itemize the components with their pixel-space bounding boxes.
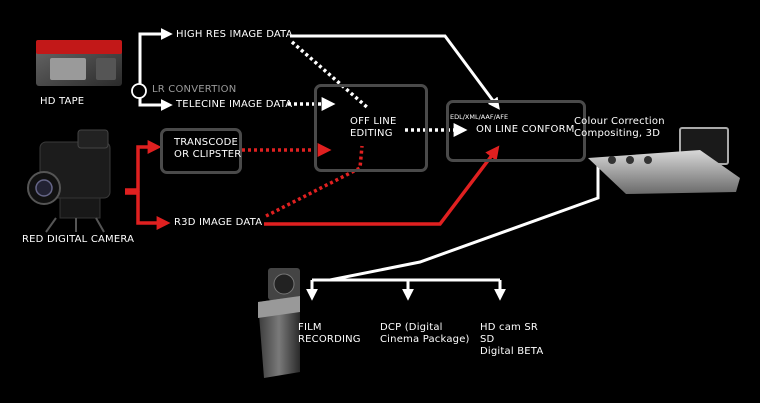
lr-convertion-node (131, 83, 147, 99)
transcode-box (160, 128, 242, 174)
online-conform-label: ON LINE CONFORM (476, 124, 575, 135)
transcode-label: TRANSCODE OR CLIPSTER (174, 137, 242, 160)
dotted-white-lines (288, 40, 468, 137)
film-recorder-image (258, 268, 300, 378)
telecine-label: TELECINE IMAGE DATA (176, 99, 293, 110)
line-to-r3d (125, 191, 171, 230)
line-to-high-res (138, 28, 173, 86)
high-res-label: HIGH RES IMAGE DATA (176, 29, 293, 40)
online-conform-box (446, 100, 586, 162)
r3d-label: R3D IMAGE DATA (174, 217, 263, 228)
offline-editing-label: OFF LINE EDITING (350, 116, 397, 139)
output-lines (306, 160, 600, 301)
line-high-res-to-offline (290, 40, 370, 110)
film-recording-label: FILM RECORDING (298, 322, 361, 345)
lr-convertion-label: LR CONVERTION (152, 84, 237, 95)
offline-editing-box (314, 84, 428, 172)
red-camera-image (27, 129, 111, 233)
hd-tape-split (131, 28, 173, 111)
hdcam-label: HD cam SR SD Digital BETA (480, 322, 544, 357)
hd-tape-image (36, 40, 122, 86)
line-to-transcode (125, 140, 162, 192)
grading-label: Colour Correction Compositing, 3D (574, 116, 665, 139)
camera-split (125, 140, 500, 230)
red-camera-label: RED DIGITAL CAMERA (22, 234, 135, 245)
line-grading-down (312, 160, 600, 282)
line-r3d-to-online (264, 145, 500, 226)
hd-tape-label: HD TAPE (40, 96, 85, 107)
edl-label: EDL/XML/AAF/AFE (450, 113, 509, 121)
line-high-res-to-online (290, 34, 500, 110)
line-r3d-to-offline (265, 145, 364, 218)
dotted-red-lines (242, 143, 364, 218)
dcp-label: DCP (Digital Cinema Package) (380, 322, 470, 345)
grading-desk-image (588, 127, 740, 194)
line-to-telecine (138, 96, 173, 111)
